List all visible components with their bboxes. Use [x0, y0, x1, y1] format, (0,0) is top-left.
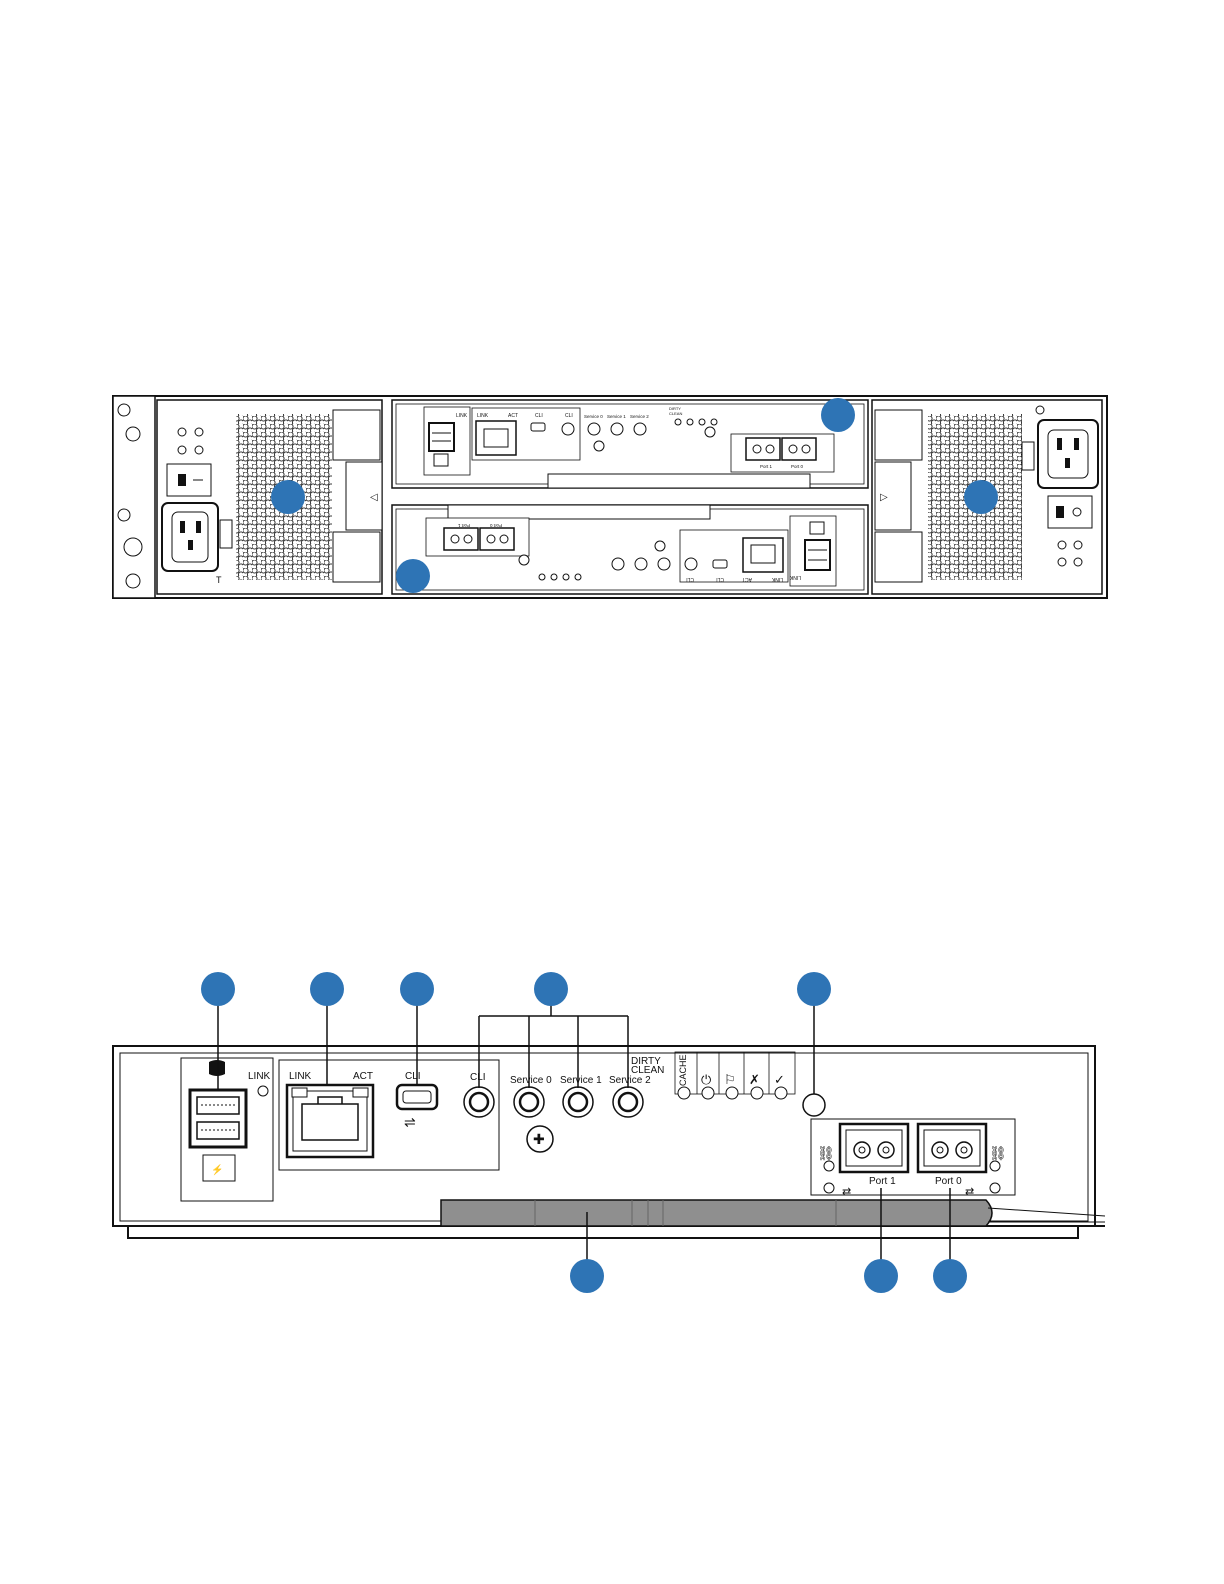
- usb-icon: ⇌: [404, 1114, 416, 1130]
- service1-label: Service 1: [560, 1075, 602, 1086]
- ctrl-b-cli-usb-label: CLI: [716, 576, 724, 582]
- sas-expansion-port: LINK ⚡: [181, 1058, 273, 1201]
- service0-label: Service 0: [510, 1075, 552, 1086]
- ctrl-a-service1-label: Service 1: [607, 414, 626, 419]
- ctrl-a-service0-label: Service 0: [584, 414, 603, 419]
- svg-text:▷: ▷: [880, 492, 888, 503]
- ctrl-a-port0-label: Port 0: [791, 464, 804, 469]
- sas-link-label: LINK: [248, 1071, 271, 1082]
- ctrl-a-service2-label: Service 2: [630, 414, 649, 419]
- ctrl-b-port0-label: Port 0: [489, 523, 502, 528]
- ok-icon: ✓: [774, 1072, 785, 1087]
- cache-label: CACHE: [678, 1054, 688, 1086]
- svg-text:◁: ◁: [370, 492, 378, 503]
- controller-module-b: Port 1 Port 0 CLI CLI ACT LINK: [392, 505, 868, 594]
- eth-link-label: LINK: [289, 1071, 312, 1082]
- ctrl-b-eth-link-label: LINK: [771, 576, 783, 582]
- enclosure-rear-view: ◁ T ▷: [113, 396, 1107, 598]
- callout-marker: [271, 480, 305, 514]
- callout-marker: [534, 972, 568, 1006]
- left-rack-ear: [113, 396, 155, 598]
- svg-text:T: T: [216, 575, 222, 585]
- fault-icon: ✗: [749, 1072, 760, 1087]
- ctrl-a-eth-link-label: LINK: [477, 413, 489, 419]
- cli-usb-label: CLI: [405, 1071, 421, 1082]
- host-ports: ⛓ ⛓ Port 1 Port 0 ⇄ ⇄: [811, 1119, 1015, 1198]
- controller-module-a: LINK LINK ACT CLI CLI Service 0 Service …: [392, 400, 868, 488]
- port1-label: Port 1: [869, 1176, 896, 1187]
- callout-marker: [396, 559, 430, 593]
- locator-icon: ⚐: [724, 1072, 736, 1087]
- database-icon: [209, 1060, 225, 1076]
- sas-symbol-icon: ⚡: [211, 1163, 223, 1176]
- ctrl-a-cli-label: CLI: [565, 413, 573, 419]
- callout-marker: [570, 1259, 604, 1293]
- network-icon: ⛓: [989, 1145, 1007, 1161]
- callout-marker: [821, 398, 855, 432]
- clean-label: CLEAN: [631, 1065, 664, 1076]
- callout-marker: [797, 972, 831, 1006]
- callout-marker: [310, 972, 344, 1006]
- fibre-icon: ⇄: [842, 1186, 851, 1198]
- ctrl-b-sas-link-label: LINK: [789, 574, 801, 580]
- service2-label: Service 2: [609, 1075, 651, 1086]
- screw-cross-icon: ✚: [533, 1131, 545, 1147]
- ctrl-b-eth-act-label: ACT: [742, 576, 752, 582]
- reset-button: [803, 1094, 825, 1116]
- network-icon: ⛓: [817, 1145, 835, 1161]
- fibre-icon: ⇄: [965, 1186, 974, 1198]
- power-icon: ⏻: [701, 1072, 711, 1087]
- ctrl-a-cli-usb-label: CLI: [535, 413, 543, 419]
- callout-marker: [201, 972, 235, 1006]
- ctrl-a-clean-label: CLEAN: [669, 411, 682, 416]
- callout-marker: [864, 1259, 898, 1293]
- ctrl-a-sas-link-label: LINK: [456, 413, 468, 419]
- controller-detail-view: LINK ⚡ LINK ACT CLI ⇌: [113, 972, 1105, 1293]
- callout-marker: [933, 1259, 967, 1293]
- cli-label: CLI: [470, 1072, 486, 1083]
- ctrl-a-port1-label: Port 1: [760, 464, 773, 469]
- power-supply-left: ◁ T: [157, 400, 382, 594]
- eth-act-label: ACT: [353, 1071, 373, 1082]
- port0-label: Port 0: [935, 1176, 962, 1187]
- ctrl-b-cli-label: CLI: [686, 576, 694, 582]
- ctrl-b-port1-label: Port 1: [457, 523, 470, 528]
- callout-marker: [964, 480, 998, 514]
- callout-marker: [400, 972, 434, 1006]
- ctrl-a-eth-act-label: ACT: [508, 413, 518, 419]
